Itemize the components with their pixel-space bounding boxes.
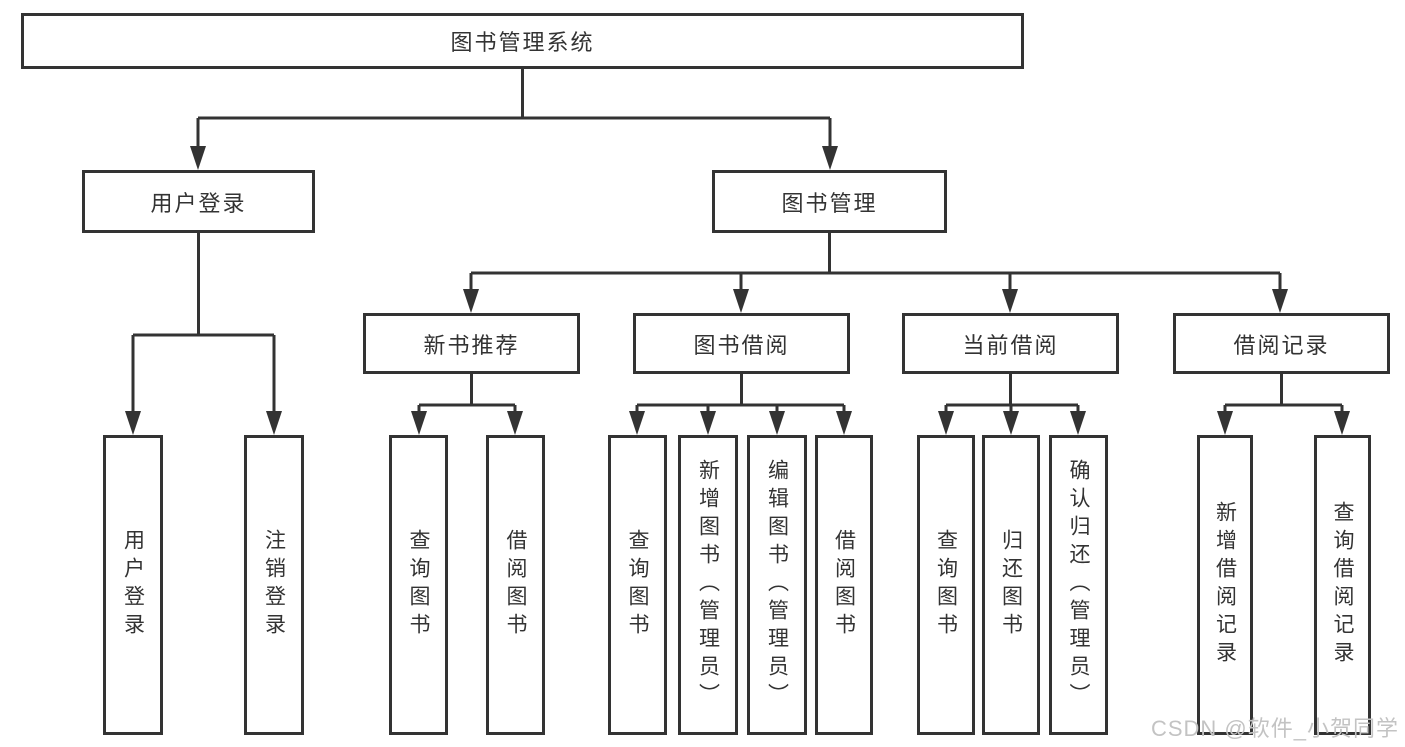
leaf-query-books-borrowing: 查询图书	[608, 435, 667, 735]
leaf-query-borrow-record: 查询借阅记录	[1314, 435, 1371, 735]
node-user-login-label: 用户登录	[150, 190, 247, 216]
tree-edges	[131, 69, 1344, 415]
node-book-borrowing: 图书借阅	[633, 313, 850, 374]
leaf-query-books-current-label: 查询图书	[934, 529, 958, 641]
node-new-book-recommend-label: 新书推荐	[423, 332, 520, 358]
leaf-add-borrow-record: 新增借阅记录	[1197, 435, 1253, 735]
csdn-watermark: CSDN @软件_小贺同学	[1150, 716, 1399, 741]
leaf-query-books-current: 查询图书	[917, 435, 975, 735]
leaf-logout-label: 注销登录	[262, 529, 286, 641]
node-borrowing-records-label: 借阅记录	[1233, 332, 1330, 358]
leaf-confirm-return-admin: 确认归还（管理员）	[1049, 435, 1108, 735]
leaf-user-login-label: 用户登录	[121, 529, 145, 641]
leaf-edit-book-admin: 编辑图书（管理员）	[747, 435, 807, 735]
node-root: 图书管理系统	[21, 13, 1024, 69]
leaf-confirm-return-admin-label: 确认归还（管理员）	[1067, 459, 1090, 711]
leaf-add-book-admin-label: 新增图书（管理员）	[696, 459, 720, 711]
node-new-book-recommend: 新书推荐	[363, 313, 580, 374]
node-borrowing-records: 借阅记录	[1173, 313, 1390, 374]
leaf-borrow-books-borrowing-label: 借阅图书	[832, 529, 856, 641]
leaf-edit-book-admin-label: 编辑图书（管理员）	[765, 459, 789, 711]
leaf-return-book: 归还图书	[982, 435, 1040, 735]
node-book-management: 图书管理	[712, 170, 947, 233]
leaf-borrow-books-recommend-label: 借阅图书	[504, 529, 527, 641]
leaf-logout: 注销登录	[244, 435, 304, 735]
leaf-add-book-admin: 新增图书（管理员）	[678, 435, 738, 735]
leaf-user-login: 用户登录	[103, 435, 163, 735]
leaf-query-books-recommend-label: 查询图书	[407, 529, 430, 641]
node-root-label: 图书管理系统	[450, 30, 595, 55]
node-current-borrowing: 当前借阅	[902, 313, 1119, 374]
leaf-return-book-label: 归还图书	[999, 529, 1023, 641]
leaf-add-borrow-record-label: 新增借阅记录	[1213, 501, 1237, 669]
leaf-borrow-books-recommend: 借阅图书	[486, 435, 545, 735]
arrowhead-markers	[125, 146, 1350, 435]
node-current-borrowing-label: 当前借阅	[962, 332, 1059, 358]
node-user-login: 用户登录	[82, 170, 315, 233]
node-book-management-label: 图书管理	[781, 190, 878, 216]
leaf-query-books-recommend: 查询图书	[389, 435, 448, 735]
leaf-query-borrow-record-label: 查询借阅记录	[1331, 501, 1354, 669]
leaf-query-books-borrowing-label: 查询图书	[626, 529, 649, 641]
leaf-borrow-books-borrowing: 借阅图书	[815, 435, 873, 735]
node-book-borrowing-label: 图书借阅	[693, 332, 790, 358]
